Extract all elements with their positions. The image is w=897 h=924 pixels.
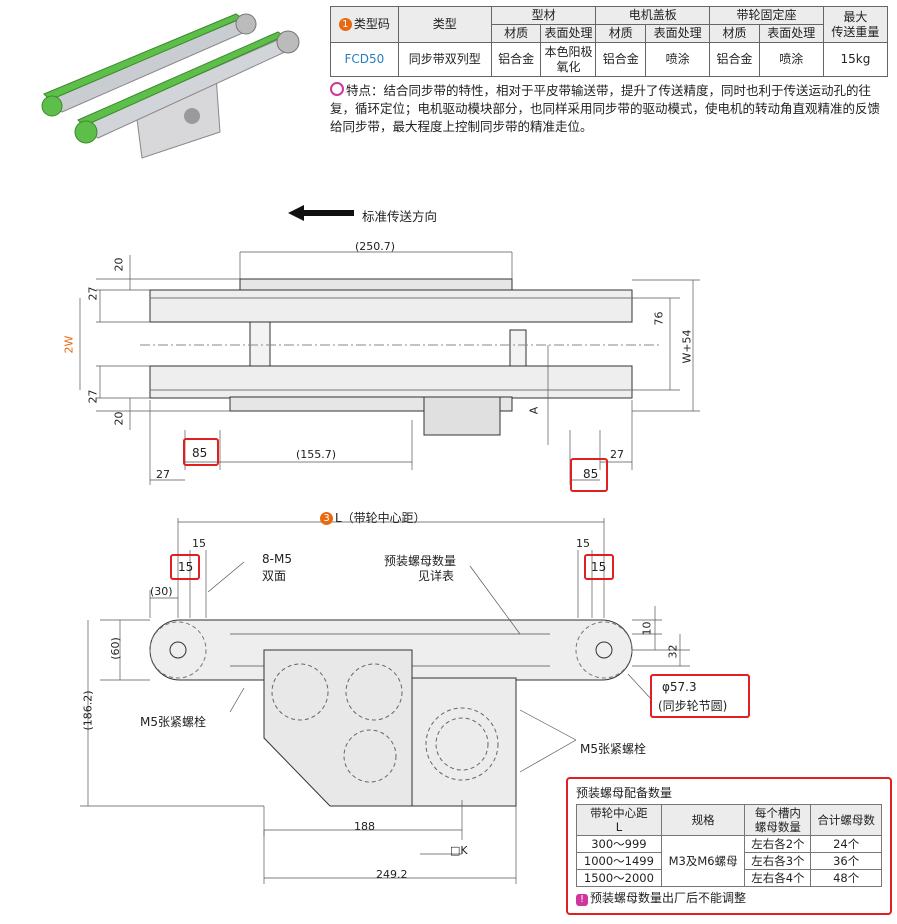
dim-250-7: (250.7) [355, 240, 396, 253]
cell-code: FCD50 [330, 42, 399, 77]
nut-total: 48个 [810, 869, 882, 887]
nut-spec: M3及M6螺母 [660, 835, 746, 887]
header-material: 材质 [709, 24, 760, 43]
nut-header-range: 带轮中心距 L [576, 804, 662, 836]
cell-profile-material: 铝合金 [490, 42, 542, 77]
dim-15-left: 15 [178, 560, 194, 574]
table-row: 300～999 M3及M6螺母 左右各2个 24个 [576, 835, 882, 887]
dim-60: (60) [108, 637, 122, 660]
highlight-85-left [183, 438, 219, 466]
conveyor-rail-back [41, 13, 257, 117]
nut-total: 36个 [810, 852, 882, 870]
dim-15-top-right: 15 [576, 537, 590, 550]
header-motor-cover: 电机盖板 [595, 6, 711, 25]
dim-20-bottom: 20 [112, 411, 126, 426]
header-material: 材质 [595, 24, 647, 43]
dim-30: (30) [150, 585, 173, 598]
cell-cover-surface: 喷涂 [645, 42, 711, 77]
dim-27-right: 27 [610, 448, 624, 461]
nut-range: 1000～1499 [576, 852, 662, 870]
dim-k: □K [450, 844, 468, 857]
label-pitch-circle: (同步轮节圆) [658, 699, 728, 713]
nut-quantity-panel: 预装螺母配备数量 带轮中心距 L 规格 每个槽内 螺母数量 合计螺母数 300～… [566, 777, 892, 915]
dim-155-7: (155.7) [296, 448, 337, 461]
direction-label: 标准传送方向 [362, 209, 438, 224]
table-row: 1500～2000 左右各4个 48个 [576, 869, 882, 887]
dim-85-right: 85 [583, 467, 599, 481]
dim-32: 32 [666, 644, 680, 659]
dim-27-bottom: 27 [86, 389, 100, 404]
dim-15-top-left: 15 [192, 537, 206, 550]
label-8-m5: 8-M5 [262, 552, 292, 566]
header-type: 类型 [397, 6, 492, 43]
dim-27-top: 27 [86, 286, 100, 301]
nut-header-total: 合计螺母数 [810, 804, 882, 836]
cell-max-load: 15kg [822, 42, 889, 77]
feature-ring-icon [330, 82, 344, 96]
label-preload-nut: 预装螺母数量 [384, 554, 457, 568]
cell-type: 同步带双列型 [397, 42, 492, 77]
nut-range: 1500～2000 [576, 869, 662, 887]
highlight-15-right [584, 554, 614, 580]
highlight-85-right [570, 458, 608, 492]
label-m5-bolt-right: M5张紧螺栓 [580, 742, 646, 756]
header-material: 材质 [490, 24, 542, 43]
nut-header-spec: 规格 [660, 804, 746, 836]
label-see-table: 见详表 [418, 569, 455, 583]
dim-15-right: 15 [591, 560, 607, 574]
label-m5-bolt-left: M5张紧螺栓 [140, 715, 206, 729]
label-double-side: 双面 [262, 569, 287, 583]
dim-85-left: 85 [192, 446, 208, 460]
dim-27-left: 27 [156, 468, 170, 481]
warning-icon: ! [576, 894, 588, 906]
highlight-pitch-circle [650, 674, 750, 718]
product-photo [41, 13, 300, 159]
cell-seat-material: 铝合金 [709, 42, 760, 77]
dim-249-2: 249.2 [376, 868, 408, 881]
cell-cover-material: 铝合金 [595, 42, 647, 77]
dim-pitch-diameter: φ57.3 [662, 680, 697, 694]
marker-1: 1 [338, 18, 352, 31]
nut-per-slot: 左右各3个 [744, 852, 812, 870]
direction-arrow-icon [288, 205, 354, 221]
nut-table: 带轮中心距 L 规格 每个槽内 螺母数量 合计螺母数 300～999 M3及M6… [576, 804, 882, 887]
dim-10: 10 [640, 621, 654, 636]
dim-w-plus-54: W+54 [680, 329, 694, 364]
nut-note: !预装螺母数量出厂后不能调整 [576, 889, 890, 906]
highlight-15-left [170, 554, 200, 580]
dim-20-top: 20 [112, 257, 126, 272]
header-surface: 表面处理 [645, 24, 711, 43]
cell-seat-surface: 喷涂 [758, 42, 824, 77]
header-max-load: 最大 传送重量 [822, 6, 889, 43]
nut-per-slot: 左右各2个 [744, 835, 812, 853]
nut-per-slot: 左右各4个 [744, 869, 812, 887]
nut-total: 24个 [810, 835, 882, 853]
nut-range: 300～999 [576, 835, 662, 853]
marker-3: 3 [320, 512, 333, 525]
dim-76: 76 [652, 311, 666, 326]
side-view-drawing [80, 518, 690, 884]
cell-profile-surface: 本色阳极氧化 [540, 42, 597, 77]
dim-w: 2W [62, 335, 76, 354]
nut-header-per-slot: 每个槽内 螺母数量 [744, 804, 812, 836]
nut-table-title: 预装螺母配备数量 [576, 786, 673, 800]
dim-186-2: (186.2) [81, 690, 95, 731]
dim-188: 188 [354, 820, 375, 833]
dim-a: A [527, 406, 541, 415]
top-view-drawing [79, 251, 700, 485]
feature-text: 特点：结合同步带的特性，相对于平皮带输送带，提升了传送精度，同时也利于传送运动孔… [330, 82, 881, 134]
conveyor-rail-front [74, 30, 300, 144]
